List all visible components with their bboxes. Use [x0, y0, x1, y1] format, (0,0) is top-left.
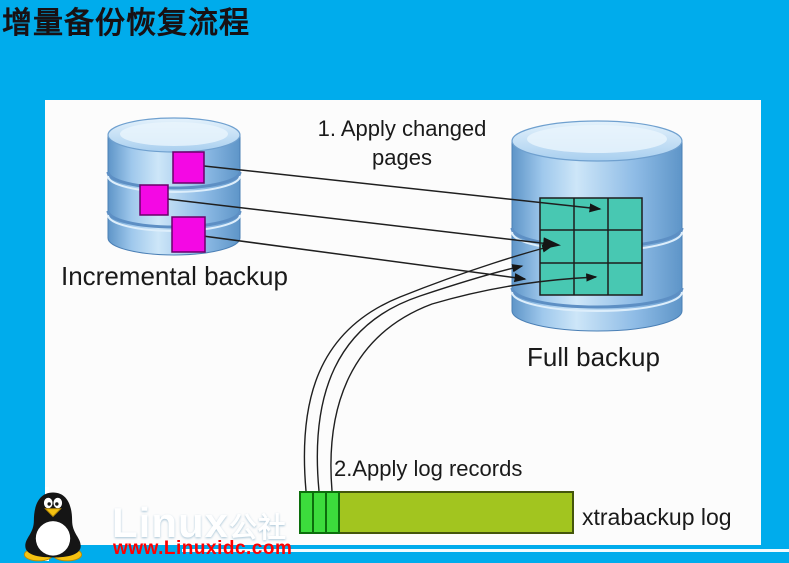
- apply-log-records-arrows: [303, 244, 598, 492]
- logo-brand: Linux: [112, 499, 229, 546]
- page-title: 增量备份恢复流程: [2, 6, 250, 41]
- xtrabackup-log-label: xtrabackup log: [582, 504, 732, 530]
- incremental-backup-label: Incremental backup: [61, 261, 288, 291]
- xtrabackup-log-bar-icon: [299, 491, 574, 534]
- logo-brand-text: Linux公社: [112, 502, 288, 548]
- logo-url-text: www.Linuxidc.com: [113, 538, 293, 559]
- step2-label: 2.Apply log records: [334, 456, 523, 481]
- step1-line2: pages: [372, 145, 432, 170]
- logo-brand-suffix: 公社: [229, 512, 288, 543]
- step1-line1: 1. Apply changed: [317, 116, 487, 141]
- step1-label: 1. Apply changed pages: [298, 114, 506, 172]
- tux-penguin-icon: [23, 492, 83, 562]
- changed-page-blocks-icon: [139, 151, 206, 253]
- full-backup-label: Full backup: [527, 342, 660, 372]
- logo-horizontal-line: [182, 549, 789, 552]
- apply-changed-pages-arrows: [166, 165, 602, 283]
